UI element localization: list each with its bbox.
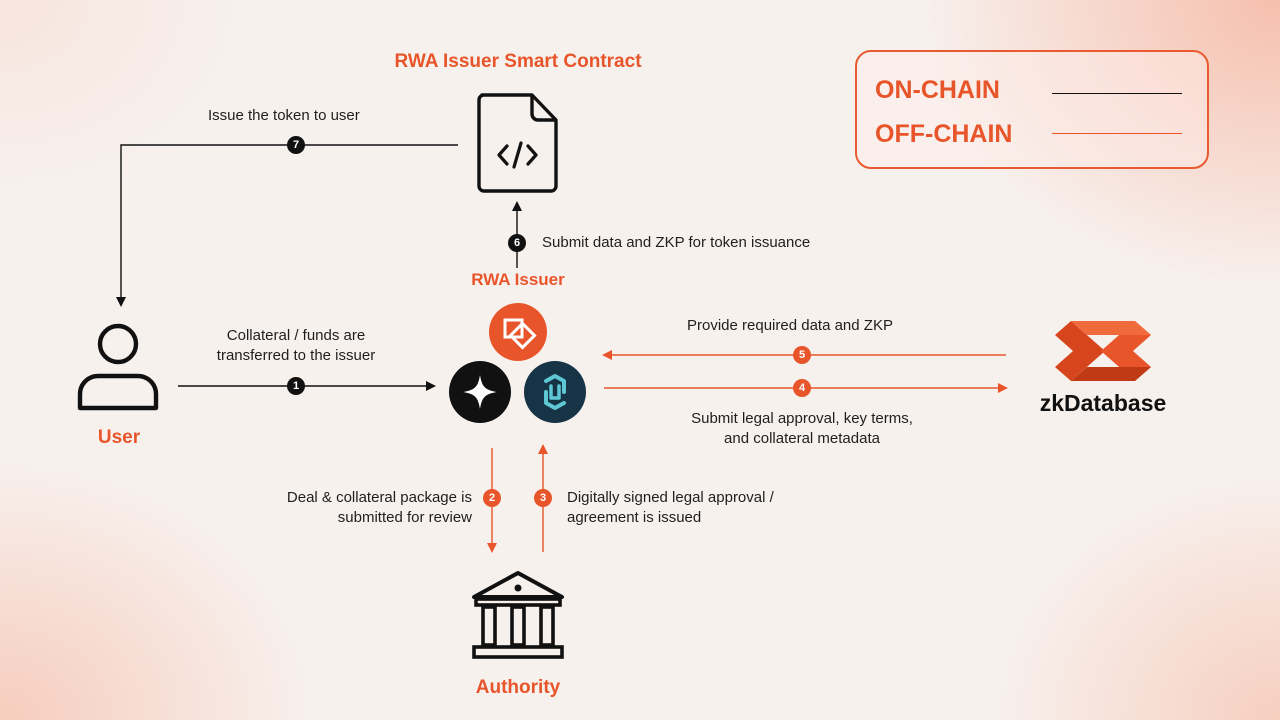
step-4-label-line-1: Submit legal approval, key terms, xyxy=(691,410,913,427)
step-7-badge: 7 xyxy=(287,136,305,154)
spark-partner-logo xyxy=(449,361,511,423)
step-5-label: Provide required data and ZKP xyxy=(687,317,893,334)
legend-off-chain-line xyxy=(1052,133,1182,134)
bank-building-icon xyxy=(472,571,564,659)
step-2-label-line-2: submitted for review xyxy=(337,509,472,526)
step-3-label-line-1: Digitally signed legal approval / xyxy=(567,489,774,506)
step-7-label: Issue the token to user xyxy=(208,107,360,124)
step-2-label: Deal & collateral package is submitted f… xyxy=(240,488,472,528)
step-3-label: Digitally signed legal approval / agreem… xyxy=(567,488,774,528)
smart-contract-code-icon xyxy=(477,93,558,193)
step-4-label: Submit legal approval, key terms, and co… xyxy=(660,409,944,449)
squares-logo-icon xyxy=(503,318,537,350)
step-3-label-line-2: agreement is issued xyxy=(567,509,702,526)
step-5-badge: 5 xyxy=(793,346,811,364)
step-6-label: Submit data and ZKP for token issuance xyxy=(542,234,811,251)
step-1-label-line-1: Collateral / funds are xyxy=(226,327,366,344)
step-4-label-line-2: and collateral metadata xyxy=(724,430,880,447)
step-2-label-line-1: Deal & collateral package is xyxy=(286,489,472,506)
step-4-badge: 4 xyxy=(793,379,811,397)
rwa-issuer-label: RWA Issuer xyxy=(471,270,565,289)
chain-partner-logo xyxy=(524,361,586,423)
step-1-label-line-2: transferred to the issuer xyxy=(216,347,376,364)
legend-on-chain-label: ON-CHAIN xyxy=(875,76,1000,104)
authority-label: Authority xyxy=(475,677,561,698)
user-label: User xyxy=(97,427,141,448)
four-point-star-icon xyxy=(463,375,497,409)
legend-on-chain-line xyxy=(1052,93,1182,94)
step-1-label: Collateral / funds are transferred to th… xyxy=(196,326,396,366)
hex-link-icon xyxy=(544,374,566,410)
zkdatabase-label: zkDatabase xyxy=(1039,390,1167,416)
rwa-issuer-logo xyxy=(489,303,547,361)
step-1-badge: 1 xyxy=(287,377,305,395)
contract-title: RWA Issuer Smart Contract xyxy=(394,51,642,72)
user-icon xyxy=(77,323,159,411)
connector-step-7 xyxy=(116,144,458,307)
legend-box: ON-CHAIN OFF-CHAIN xyxy=(855,50,1209,169)
legend-off-chain-label: OFF-CHAIN xyxy=(875,120,1013,148)
step-6-badge: 6 xyxy=(508,234,526,252)
step-3-badge: 3 xyxy=(534,489,552,507)
zkdatabase-logo-icon xyxy=(1055,321,1151,381)
step-2-badge: 2 xyxy=(483,489,501,507)
